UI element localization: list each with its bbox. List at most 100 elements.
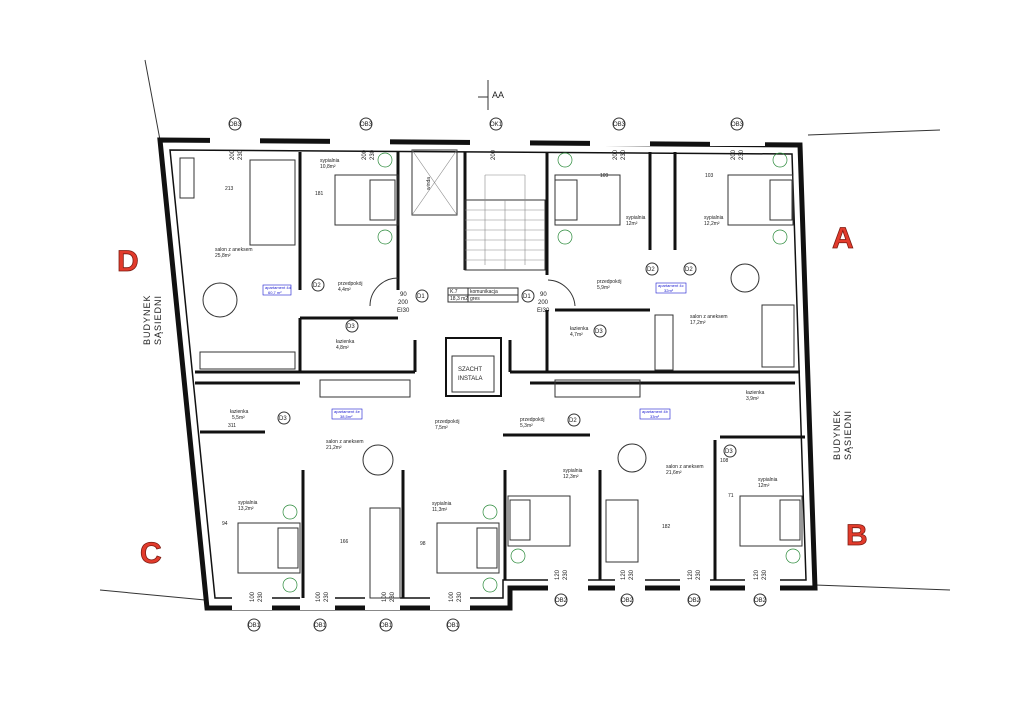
room-area: 21,2m² bbox=[326, 445, 342, 451]
room-name: sypialnia bbox=[432, 501, 452, 507]
window-tag: OB3 bbox=[229, 122, 242, 128]
window-dim: 100 bbox=[382, 591, 388, 602]
window-dim: 120 bbox=[555, 569, 561, 580]
lift-label: winda bbox=[426, 177, 432, 190]
window-tag: OB1 bbox=[380, 623, 393, 629]
window-dim: 200 bbox=[491, 149, 497, 160]
lift-shaft: winda bbox=[411, 149, 458, 216]
room-name: przedpokój bbox=[597, 279, 621, 285]
room-name: łazienka bbox=[230, 409, 249, 415]
neighbor-building-right: BUDYNEK SĄSIEDNI bbox=[832, 409, 853, 460]
door-tag: D3 bbox=[347, 324, 355, 330]
window-dim: 230 bbox=[258, 591, 264, 602]
window-tag: OB3 bbox=[613, 122, 626, 128]
room-name: sypialnia bbox=[320, 158, 340, 164]
neighbor-label: SĄSIEDNI bbox=[843, 410, 853, 460]
window-dim: 230 bbox=[563, 569, 569, 580]
room-name: salon z aneksem bbox=[666, 464, 704, 470]
window-dim: 120 bbox=[621, 569, 627, 580]
fixture-markers bbox=[282, 152, 801, 593]
room-name: salon z aneksem bbox=[690, 314, 728, 320]
dimensions: 213 181 109 103 166 98 182 311 94 71 108 bbox=[222, 173, 734, 547]
window-dim: 230 bbox=[696, 569, 702, 580]
door-tag: D3 bbox=[279, 416, 287, 422]
dimension: 98 bbox=[420, 541, 426, 547]
room-area: 12m² bbox=[626, 221, 638, 227]
room-area: 25,8m² bbox=[215, 253, 231, 259]
room-area: 21,6m² bbox=[666, 470, 682, 476]
apartment-area: 38,5m² bbox=[340, 414, 353, 419]
door-tags: D1 D1 D2 D2 D2 D3 D3 D3 D2 D3 90 200 EI3… bbox=[277, 262, 737, 458]
room-name: łazienka bbox=[746, 390, 765, 396]
window-dim: 100 bbox=[250, 591, 256, 602]
room-name: łazienka bbox=[336, 339, 355, 345]
room-area: 7,5m² bbox=[435, 425, 448, 431]
room-area: 5,3m² bbox=[520, 423, 533, 429]
shaft-label-2: INSTALA bbox=[458, 376, 483, 382]
window-dim: 120 bbox=[754, 569, 760, 580]
shaft-label: SZACHT bbox=[458, 367, 482, 373]
window-tag: OB1 bbox=[314, 623, 327, 629]
zone-c-label: C bbox=[140, 537, 162, 570]
window-tag: OK1 bbox=[490, 122, 503, 128]
door-tag: D2 bbox=[313, 283, 321, 289]
door-size: 90 bbox=[540, 292, 547, 298]
room-name: salon z aneksem bbox=[215, 247, 253, 253]
apartment-4b: apartament 4b 33m² przedpokój 5,3m² sypi… bbox=[520, 390, 778, 489]
furniture bbox=[179, 157, 803, 599]
door-tag: D2 bbox=[685, 267, 693, 273]
neighbor-label: BUDYNEK bbox=[142, 294, 152, 345]
window-dim: 230 bbox=[324, 591, 330, 602]
window-tag: OB2 bbox=[688, 598, 701, 604]
apartment-area: 60,7 m² bbox=[268, 290, 282, 295]
window-dim: 200 bbox=[230, 149, 236, 160]
door-tag: D1 bbox=[523, 294, 531, 300]
window-dim: 230 bbox=[238, 149, 244, 160]
dimension: 94 bbox=[222, 521, 228, 527]
dimension: 311 bbox=[228, 423, 236, 429]
room-area: 12m² bbox=[758, 483, 770, 489]
apartment-area: 33m² bbox=[650, 414, 660, 419]
section-marker: AA bbox=[478, 80, 504, 110]
room-name: sypialnia bbox=[626, 215, 646, 221]
zone-b-label: B bbox=[846, 519, 868, 552]
window-dim: 230 bbox=[390, 591, 396, 602]
dimension: 103 bbox=[705, 173, 714, 179]
room-area: 3,9m² bbox=[746, 396, 759, 402]
room-name: przedpokój bbox=[435, 419, 459, 425]
room-area: 17,2m² bbox=[690, 320, 706, 326]
door-tag: D3 bbox=[725, 449, 733, 455]
outer-walls bbox=[157, 136, 818, 611]
window-dim: 100 bbox=[316, 591, 322, 602]
room-area: 10,8m² bbox=[320, 164, 336, 170]
room-area: 12,3m² bbox=[563, 474, 579, 480]
table-cell: komunikacja bbox=[470, 289, 498, 295]
apartment-4c: apartament 4c 32m² sypialnia 12m² sypial… bbox=[570, 215, 728, 338]
dimension: 166 bbox=[340, 539, 349, 545]
installation-shaft: SZACHT INSTALA bbox=[445, 337, 502, 397]
section-label: AA bbox=[492, 90, 504, 100]
window-dim: 200 bbox=[362, 149, 368, 160]
dimension: 108 bbox=[720, 458, 729, 464]
neighbor-label: BUDYNEK bbox=[832, 409, 842, 460]
dimension: 181 bbox=[315, 191, 324, 197]
apartment-4e: apartament 4e 38,5m² łazienka 5,5m² salo… bbox=[230, 408, 459, 513]
window-dim: 230 bbox=[629, 569, 635, 580]
door-tag: D2 bbox=[647, 267, 655, 273]
window-tag: OB1 bbox=[447, 623, 460, 629]
room-area: 5,9m² bbox=[597, 285, 610, 291]
communication-table: K.7 komunikacja 18,3 m2 gres bbox=[447, 287, 519, 303]
apartment-label: apartament 4b bbox=[642, 409, 669, 414]
window-tag: OB2 bbox=[754, 598, 767, 604]
window-tag: OB3 bbox=[731, 122, 744, 128]
door-tag: D2 bbox=[569, 418, 577, 424]
room-name: łazienka bbox=[570, 326, 589, 332]
window-tag: OB3 bbox=[360, 122, 373, 128]
window-dim: 230 bbox=[739, 149, 745, 160]
room-area: 4,7m² bbox=[570, 332, 583, 338]
room-name: sypialnia bbox=[563, 468, 583, 474]
apartment-area: 32m² bbox=[664, 288, 674, 293]
room-area: 4,4m² bbox=[338, 287, 351, 293]
zone-d-label: D bbox=[117, 245, 139, 278]
zone-a-label: A bbox=[832, 222, 854, 255]
